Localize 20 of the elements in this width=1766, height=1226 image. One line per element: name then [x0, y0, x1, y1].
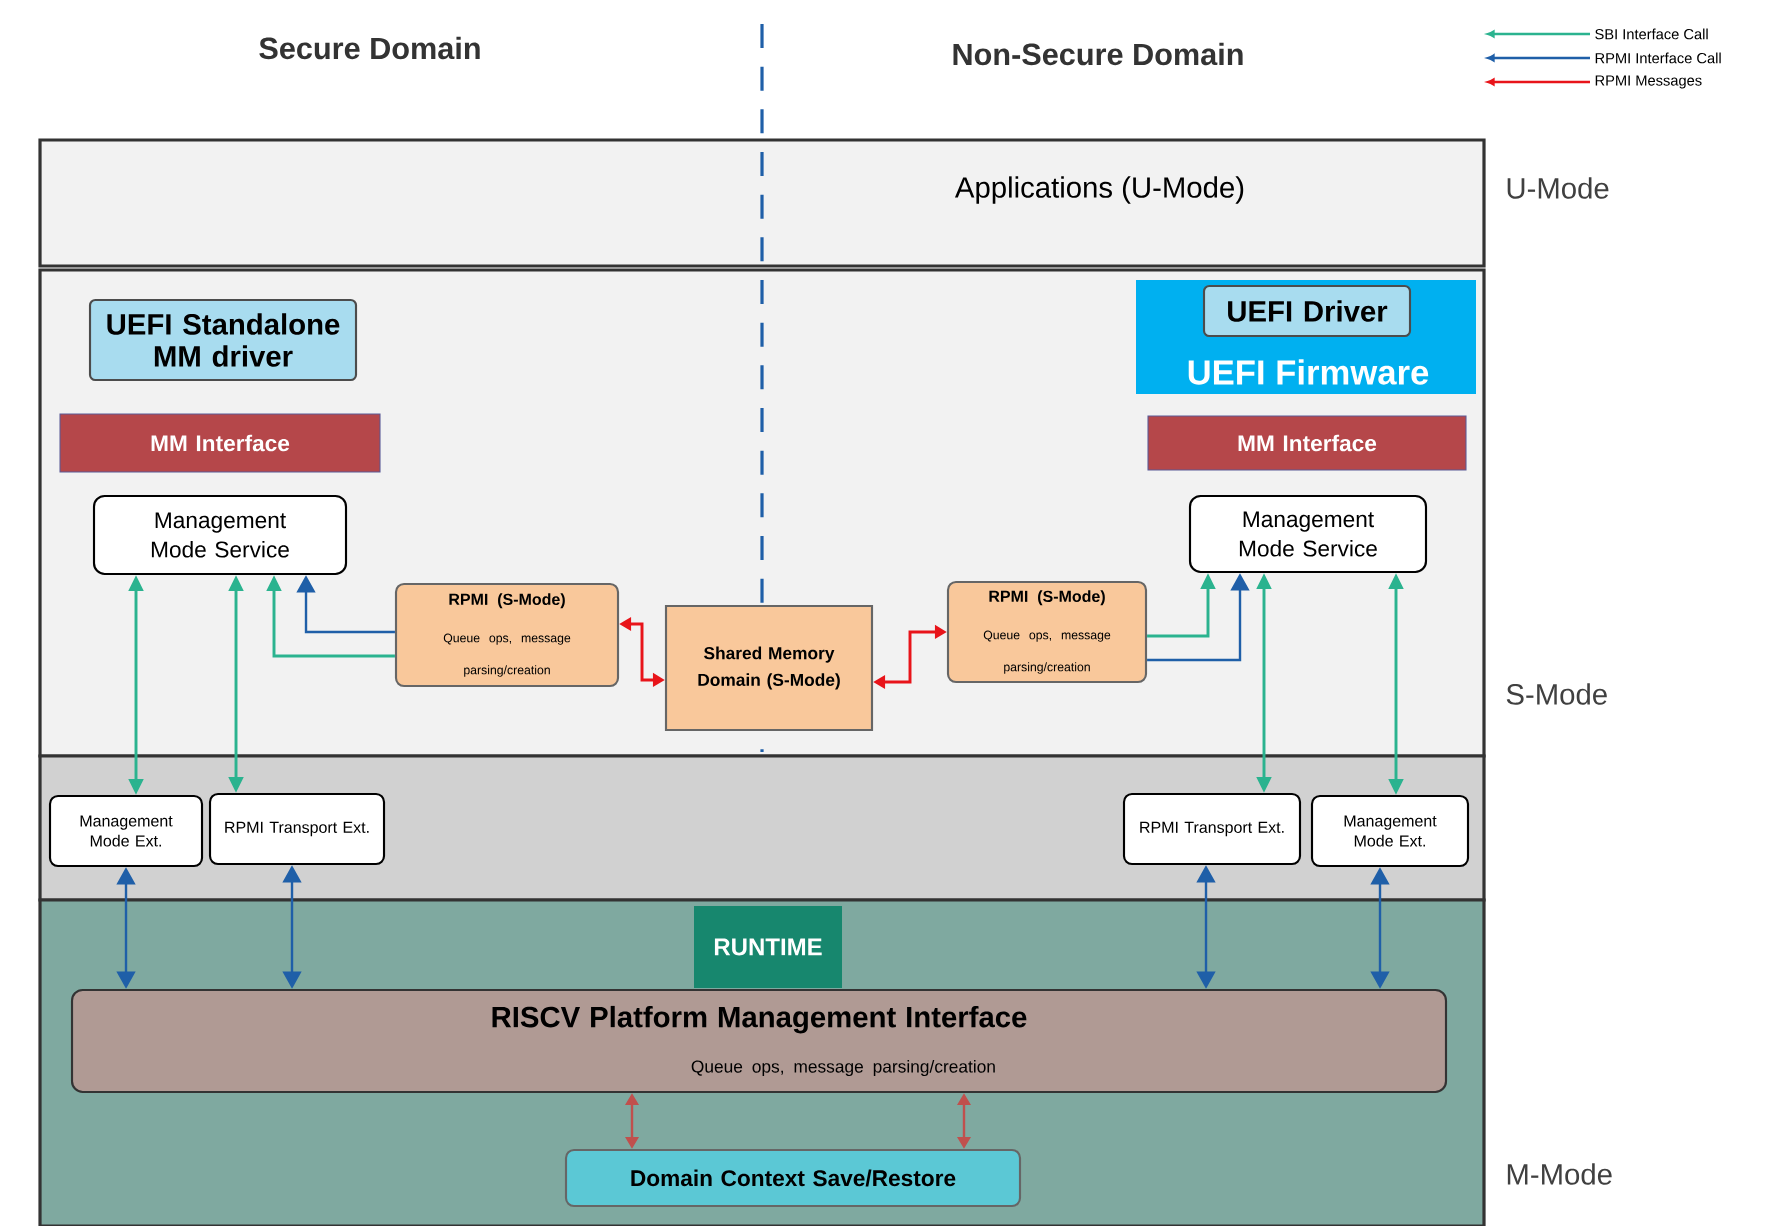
extension-box: RPMI Transport Ext.	[208, 792, 386, 866]
driver-box: UEFI Standalone MM driver	[88, 298, 358, 382]
service-box: Management Mode Service	[1188, 494, 1428, 574]
interface-bar: MM Interface	[1147, 415, 1467, 471]
interface-box: RISCV Platform Management Interface Queue ops, message parsing/creation	[70, 988, 1448, 1094]
domain-heading: Non-Secure Domain	[953, 42, 1243, 66]
extension-box: Management Mode Ext.	[48, 794, 204, 868]
mode-label: S-Mode	[1506, 683, 1607, 705]
runtime-badge: RUNTIME	[694, 906, 842, 988]
extension-box: RPMI Transport Ext.	[1122, 792, 1302, 866]
mode-label: U-Mode	[1507, 177, 1609, 199]
extension-box: Management Mode Ext.	[1310, 794, 1470, 868]
driver-box: UEFI Driver	[1202, 284, 1412, 338]
context-box: Domain Context Save/Restore	[564, 1148, 1022, 1208]
shared-memory-box: Shared Memory Domain (S-Mode)	[664, 604, 874, 732]
mode-label: M-Mode	[1507, 1163, 1612, 1185]
mode-band: Applications (U-Mode)	[38, 138, 1486, 268]
service-box: Management Mode Service	[92, 494, 348, 576]
interface-bar: MM Interface	[59, 413, 381, 473]
domain-heading: Secure Domain	[259, 36, 480, 60]
